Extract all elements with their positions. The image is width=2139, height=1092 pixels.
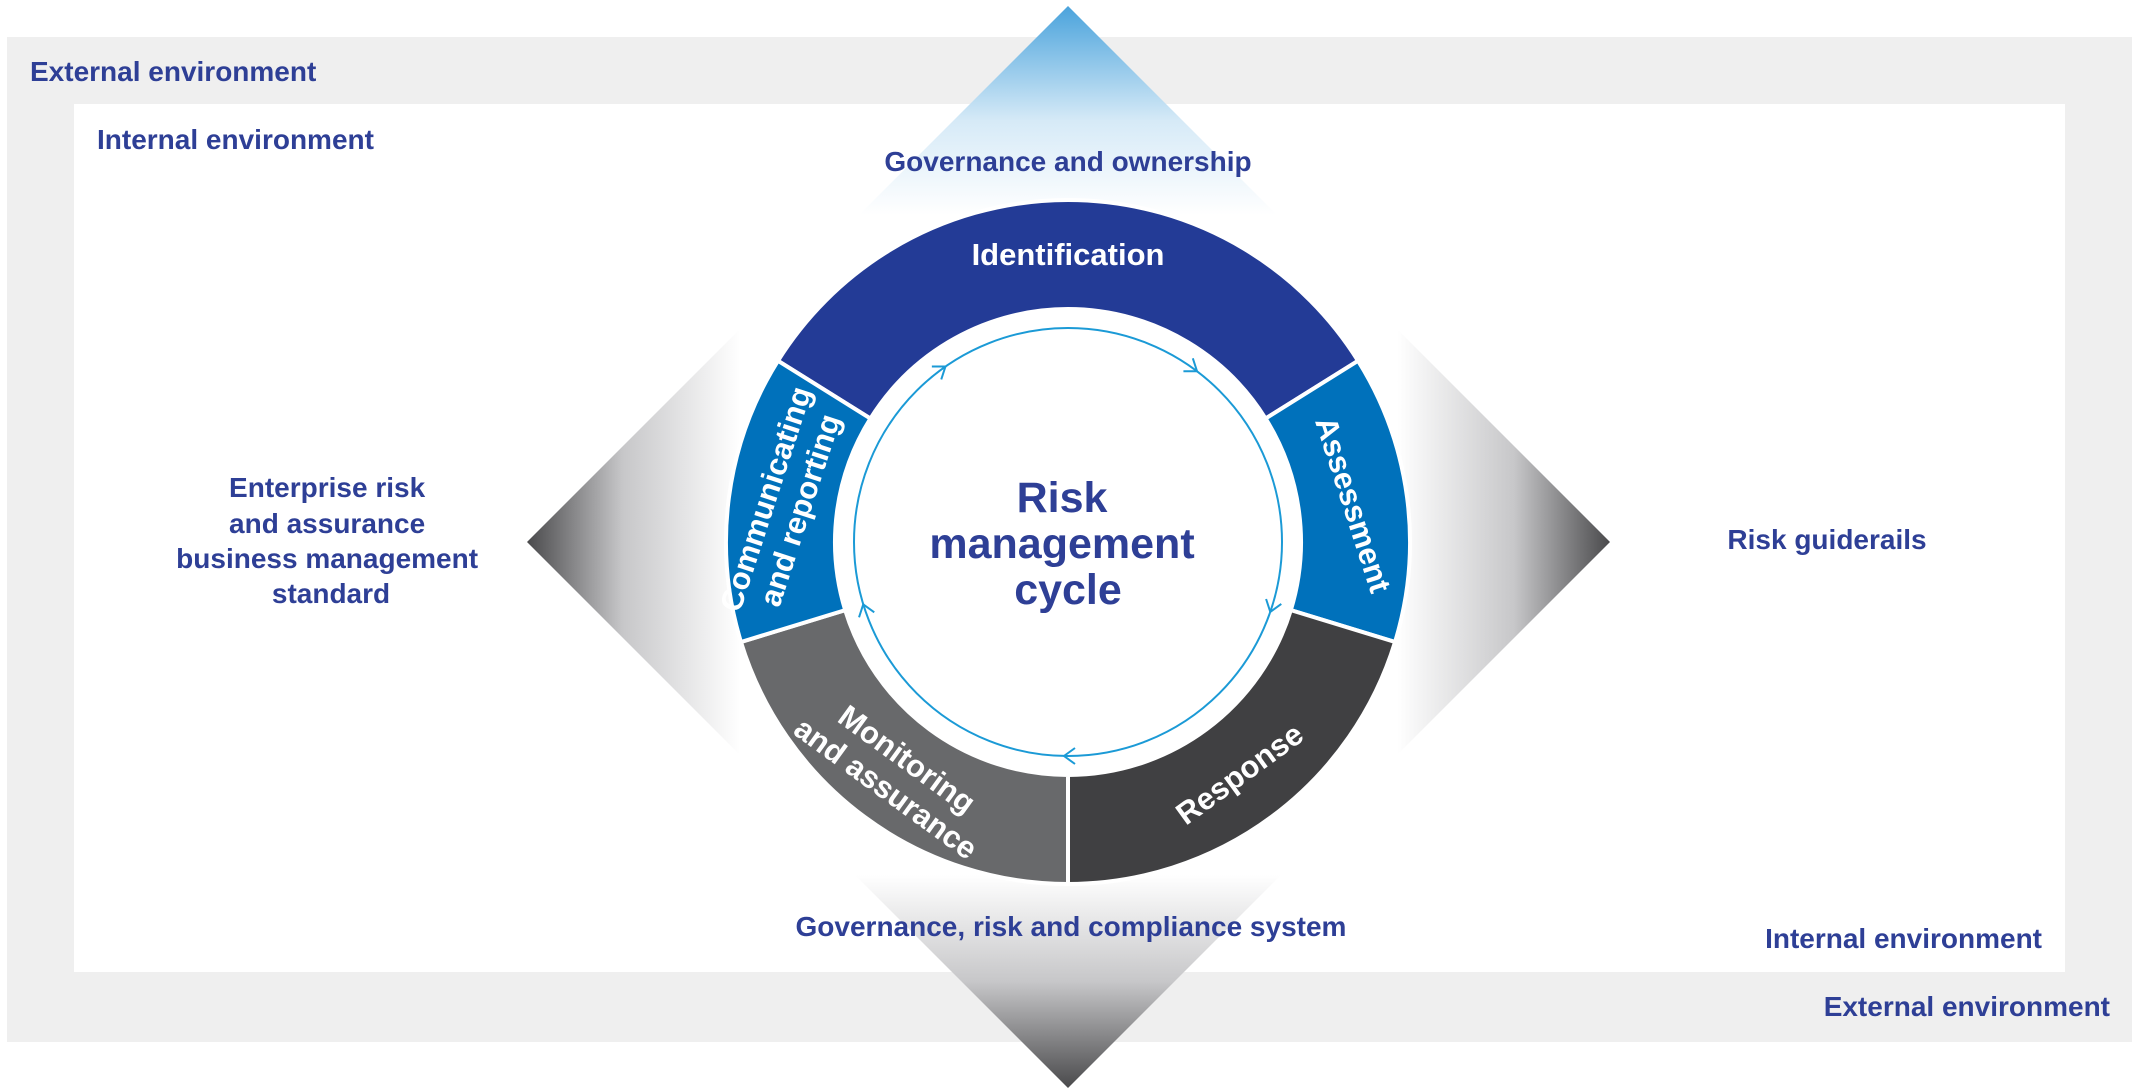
- external-environment-label-bottom: External environment: [1824, 991, 2110, 1022]
- enterprise-standard-label: Enterprise risk and assurance business m…: [176, 472, 486, 609]
- flow-arrowhead: [1183, 357, 1199, 373]
- flow-arrowhead: [1062, 747, 1076, 765]
- flow-arrowhead: [858, 602, 875, 618]
- segment-identification: [775, 198, 1361, 422]
- flow-arrows: [858, 357, 1282, 765]
- flow-arrowhead: [931, 365, 947, 380]
- flow-arrowhead: [1265, 598, 1282, 614]
- enterprise-standard-line-1: Enterprise risk: [229, 472, 426, 503]
- enterprise-standard-arrow-left: [527, 329, 740, 755]
- grc-system-label: Governance, risk and compliance system: [796, 911, 1347, 942]
- segment-communicating-reporting: [724, 358, 874, 645]
- governance-arrow-up: [859, 6, 1277, 215]
- center-title-line-1: Risk: [1017, 474, 1108, 522]
- segment-monitoring-assurance: [738, 607, 1070, 887]
- enterprise-standard-line-3: business management: [176, 543, 478, 574]
- governance-ownership-label: Governance and ownership: [884, 146, 1251, 177]
- enterprise-standard-line-2: and assurance: [229, 508, 425, 539]
- guiderails-arrow-right: [1397, 329, 1610, 755]
- internal-environment-label-top: Internal environment: [97, 124, 374, 155]
- center-title-line-2: management: [929, 520, 1194, 568]
- enterprise-standard-line-4: standard: [272, 578, 390, 609]
- risk-guiderails-label: Risk guiderails: [1727, 524, 1926, 555]
- internal-environment-label-bottom: Internal environment: [1765, 923, 2042, 954]
- grc-arrow-down: [855, 875, 1281, 1088]
- center-title-line-3: cycle: [1014, 566, 1122, 614]
- segment-label-line: Identification: [972, 237, 1165, 272]
- center-title: Risk management cycle: [929, 474, 1206, 614]
- segment-label-identification: Identification: [972, 237, 1165, 272]
- cycle-inner-circle: [850, 324, 1286, 760]
- external-environment-label-top: External environment: [30, 56, 316, 87]
- segment-response: [1066, 607, 1398, 887]
- flow-circle: [853, 327, 1283, 757]
- cycle-ring: [724, 198, 1412, 887]
